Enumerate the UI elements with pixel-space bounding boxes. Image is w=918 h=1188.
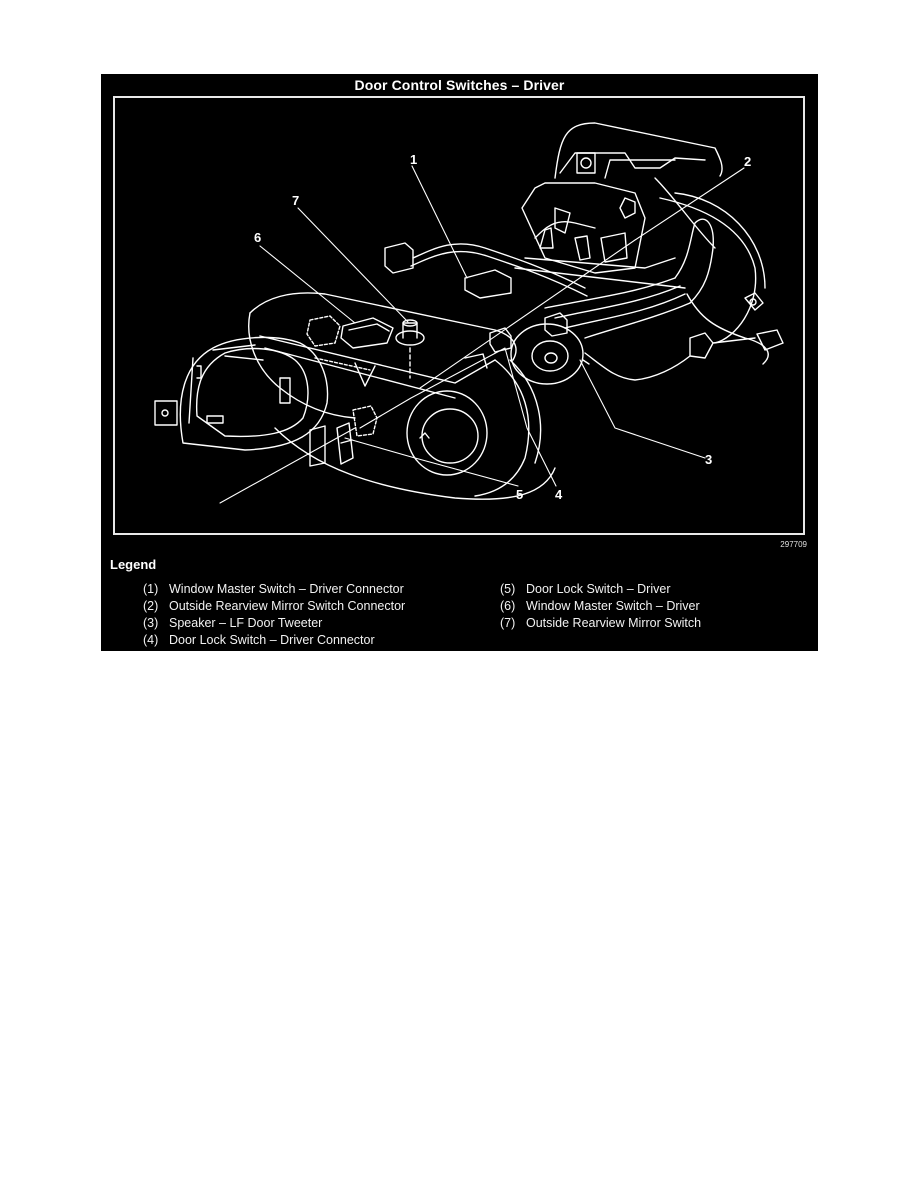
callout-numbers: 1 2 3 4 5 6 7 [254,152,751,502]
wiring-harness [410,218,784,381]
legend-left-column: (1) Window Master Switch – Driver Connec… [143,581,405,649]
callout-1: 1 [410,152,417,167]
legend-item: (2) Outside Rearview Mirror Switch Conne… [143,598,405,615]
figure-title: Door Control Switches – Driver [354,77,565,93]
callout-5: 5 [516,487,523,502]
door-lock-switch [309,405,378,467]
legend-item: (6) Window Master Switch – Driver [500,598,701,615]
legend-number: (2) [143,599,159,613]
legend-item: (4) Door Lock Switch – Driver Connector [143,632,405,649]
connectors [384,242,714,369]
legend-number: (7) [500,616,516,630]
legend-label: Outside Rearview Mirror Switch [526,616,702,630]
door-switch-illustration: 1 2 3 4 5 6 7 [154,122,784,504]
legend-number: (4) [143,633,159,647]
legend-number: (3) [143,616,159,630]
legend-label: Door Lock Switch – Driver [526,582,671,596]
legend-label: Window Master Switch – Driver [526,599,700,613]
legend-item: (5) Door Lock Switch – Driver [500,581,701,598]
mirror-housing [154,336,329,451]
legend-item: (7) Outside Rearview Mirror Switch [500,615,701,632]
switch-panel-body [248,292,556,500]
callout-3: 3 [705,452,712,467]
callout-7: 7 [292,193,299,208]
legend-number: (5) [500,582,516,596]
legend-label: Door Lock Switch – Driver Connector [169,633,375,647]
legend-title: Legend [110,557,157,572]
figure-id: 297709 [780,540,807,549]
diagram-panel: Door Control Switches – Driver [101,74,818,651]
callout-2: 2 [744,154,751,169]
pull-cup [406,390,488,476]
tweeter-speaker [510,323,590,385]
legend-item: (1) Window Master Switch – Driver Connec… [143,581,405,598]
legend-label: Speaker – LF Door Tweeter [169,616,323,630]
callout-4: 4 [555,487,563,502]
legend-label: Window Master Switch – Driver Connector [169,582,404,596]
leader-lines [219,165,745,504]
legend-right-column: (5) Door Lock Switch – Driver (6) Window… [500,581,701,632]
illustration-frame: 1 2 3 4 5 6 7 [113,96,805,535]
legend-number: (6) [500,599,516,613]
legend-item: (3) Speaker – LF Door Tweeter [143,615,405,632]
legend-number: (1) [143,582,159,596]
callout-6: 6 [254,230,261,245]
legend-label: Outside Rearview Mirror Switch Connector [169,599,406,613]
door-inner-bracket [514,122,766,344]
